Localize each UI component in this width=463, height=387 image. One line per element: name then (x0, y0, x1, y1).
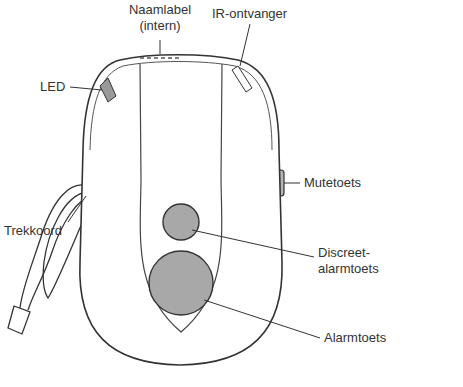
housing-rim (123, 62, 272, 151)
discreet-alarm-button (163, 204, 199, 240)
device-housing (80, 55, 282, 365)
ir-receiver (232, 66, 252, 92)
led (100, 78, 116, 102)
part-label: Mutetoets (304, 175, 361, 191)
front-panel (140, 64, 222, 332)
part-label: Trekkoord (4, 223, 62, 239)
part-label: Discreet- alarmtoets (318, 245, 392, 277)
housing-rim (90, 66, 123, 150)
part-label: Naamlabel (intern) (120, 2, 200, 34)
leader-lines (68, 24, 320, 338)
name-label-slot (140, 57, 180, 58)
part-label: LED (40, 79, 65, 95)
part-label: IR-ontvanger (212, 6, 287, 22)
part-label: Alarmtoets (324, 330, 386, 346)
alarm-button (149, 251, 213, 315)
